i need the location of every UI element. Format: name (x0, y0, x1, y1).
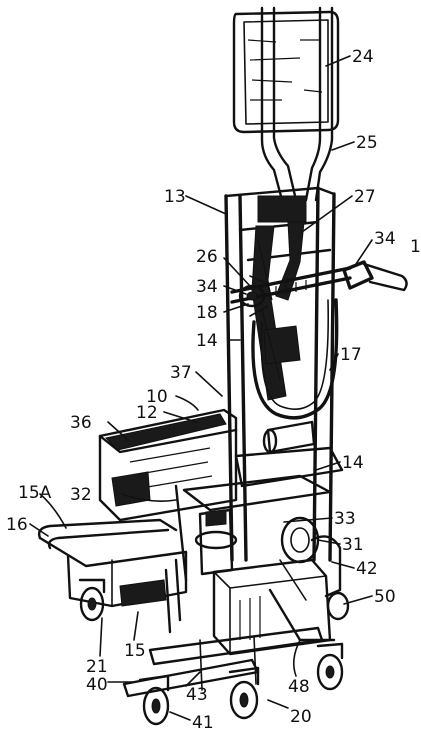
label-27: 27 (354, 187, 376, 207)
label-17: 17 (340, 345, 362, 365)
seat-column (194, 508, 332, 656)
label-42: 42 (356, 559, 378, 579)
label-37: 37 (170, 363, 192, 383)
footrest-tray (37, 518, 188, 634)
label-48: 48 (288, 677, 310, 697)
label-13: 13 (164, 187, 186, 207)
label-43: 43 (186, 685, 208, 705)
label-36: 36 (70, 413, 92, 433)
headrest-pad (232, 10, 340, 134)
label-18-right: 18 (410, 237, 421, 257)
label-14-upper: 14 (196, 331, 218, 351)
label-16: 16 (6, 515, 28, 535)
leader-lines (29, 55, 373, 721)
headrest-support-rods (260, 6, 334, 202)
label-10: 10 (146, 387, 168, 407)
reference-labels: 24 25 13 27 34 18 26 34 18 14 17 37 10 1… (6, 47, 421, 733)
seat (98, 408, 344, 582)
label-21: 21 (86, 657, 108, 677)
side-cylinder (262, 420, 316, 454)
label-50: 50 (374, 587, 396, 607)
label-24: 24 (352, 47, 374, 67)
u-handle (251, 298, 339, 420)
base-casters (78, 578, 350, 726)
label-15: 15 (124, 641, 146, 661)
label-40: 40 (86, 675, 108, 695)
side-gear-assembly (279, 516, 342, 601)
backrest-harness (251, 221, 305, 401)
label-34-left: 34 (196, 277, 218, 297)
label-14-lower: 14 (342, 453, 364, 473)
label-15A: 15A (18, 483, 52, 503)
label-26: 26 (196, 247, 218, 267)
label-34-right: 34 (374, 229, 396, 249)
crossbar-handles (230, 260, 408, 317)
label-12: 12 (136, 403, 158, 423)
label-25: 25 (356, 133, 378, 153)
label-20: 20 (290, 707, 312, 727)
label-41: 41 (192, 713, 214, 733)
label-33: 33 (334, 509, 356, 529)
label-18-left: 18 (196, 303, 218, 323)
label-31: 31 (342, 535, 364, 555)
label-32: 32 (70, 485, 92, 505)
